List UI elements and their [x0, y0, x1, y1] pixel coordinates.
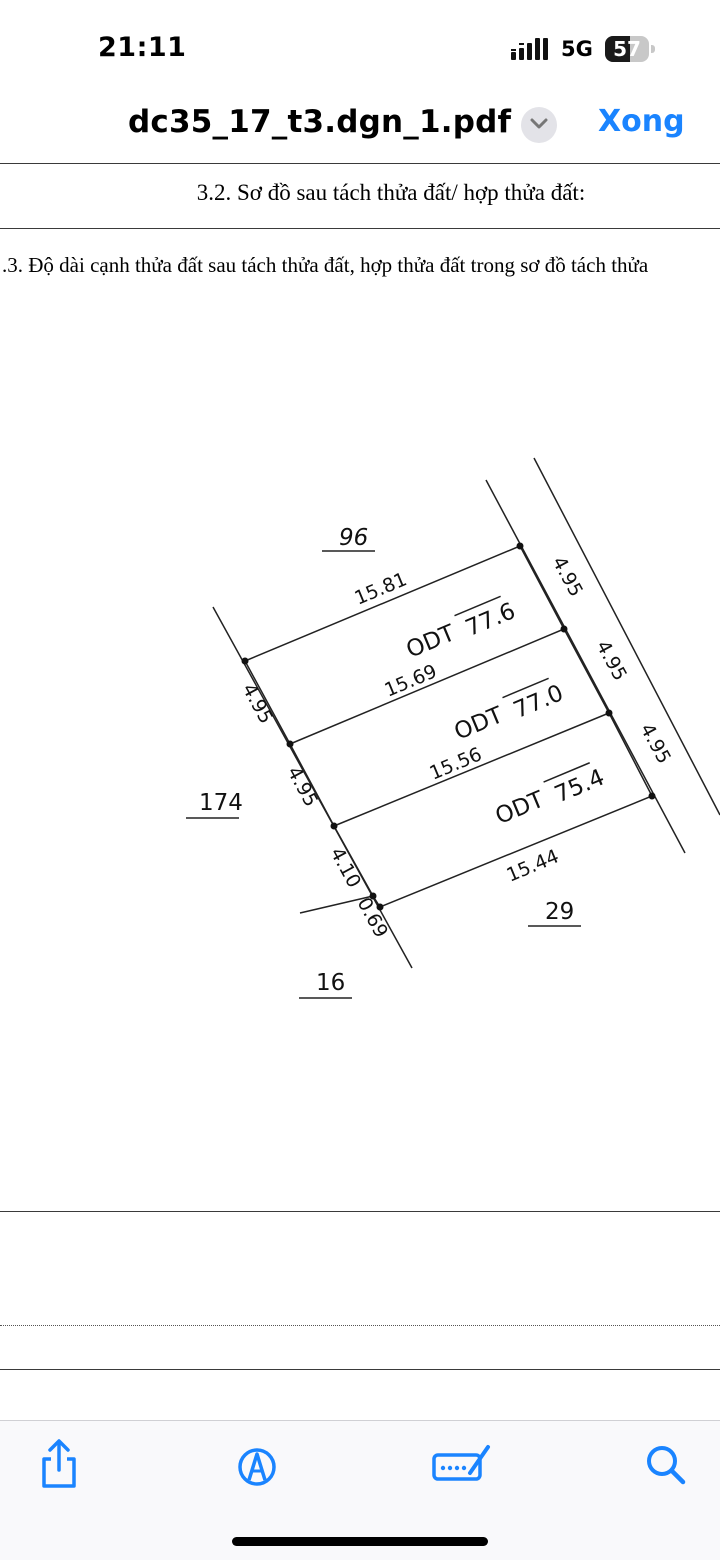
edge-length-right-3: 4.95 [636, 720, 676, 768]
section-paragraph: .3. Độ dài cạnh thửa đất sau tách thửa đ… [2, 253, 649, 277]
boundary-line [485, 479, 686, 854]
status-bar: 21:11 5G 57 [0, 0, 720, 100]
title-bar: dc35_17_t3.dgn_1.pdf Xong [0, 100, 720, 164]
edge-length-right-2: 4.95 [592, 637, 632, 685]
parcel-divider [289, 628, 565, 745]
edge-length-left-2: 4.95 [283, 763, 323, 811]
vertex-point [241, 657, 249, 665]
share-icon [42, 1439, 76, 1488]
document-title[interactable]: dc35_17_t3.dgn_1.pdf [128, 104, 512, 140]
boundary-line [299, 895, 374, 914]
chevron-down-icon [530, 118, 548, 129]
home-indicator[interactable] [232, 1537, 488, 1546]
battery-icon: 57 [605, 36, 655, 62]
status-time: 21:11 [98, 32, 187, 63]
search-button[interactable] [640, 1437, 694, 1491]
parcel-1-code: ODT [403, 620, 460, 664]
parcel-2-code: ODT [451, 702, 508, 746]
edge-length-bottom: 15.44 [503, 845, 562, 886]
parcel-outline [244, 545, 654, 908]
battery-percent: 57 [613, 37, 641, 61]
edge-length-left-4: 0.69 [353, 894, 393, 942]
parcel-3-code: ODT [492, 786, 549, 830]
section-heading: 3.2. Sơ đồ sau tách thửa đất/ hợp thửa đ… [196, 180, 586, 205]
signature-button[interactable] [430, 1437, 492, 1491]
share-button[interactable] [32, 1437, 86, 1491]
divider [0, 1369, 720, 1370]
bottom-toolbar [0, 1420, 720, 1560]
land-parcel-diagram: 96 174 16 29 ODT 77.6 ODT 77.0 ODT 75.4 … [186, 457, 720, 999]
search-icon [647, 1446, 686, 1485]
neighbor-label-left: 174 [199, 790, 243, 816]
divider [0, 228, 720, 229]
dotted-divider [0, 1325, 720, 1326]
edge-length-left-1: 4.95 [238, 680, 278, 728]
parcel-divider [333, 712, 610, 827]
divider [0, 1211, 720, 1212]
network-type: 5G [561, 37, 593, 61]
title-menu-button[interactable] [521, 107, 557, 143]
edge-length-left-3: 4.10 [326, 844, 366, 892]
parcel-2-area: 77.0 [510, 680, 567, 724]
parcel-1-area: 77.6 [462, 598, 519, 642]
vertex-point [286, 740, 294, 748]
vertex-point [376, 903, 384, 911]
neighbor-label-top: 96 [339, 525, 368, 551]
neighbor-label-bottom-left: 16 [316, 970, 345, 996]
edge-length-divider-1: 15.69 [381, 660, 440, 701]
done-button[interactable]: Xong [598, 104, 685, 139]
neighbor-label-bottom-right: 29 [545, 899, 574, 925]
markup-button[interactable] [230, 1437, 284, 1491]
vertex-point [369, 892, 377, 900]
boundary-line [533, 457, 720, 816]
signal-strength-icon [511, 38, 548, 60]
signature-icon [432, 1445, 490, 1481]
vertex-point [330, 822, 338, 830]
battery-level [605, 36, 631, 62]
markup-icon [238, 1448, 276, 1486]
vertex-point [560, 625, 568, 633]
vertex-point [516, 542, 524, 550]
vertex-point [605, 709, 613, 717]
vertex-point [648, 792, 656, 800]
edge-length-right-1: 4.95 [548, 553, 588, 601]
parcel-3-area: 75.4 [551, 765, 608, 809]
edge-length-divider-2: 15.56 [426, 743, 485, 784]
